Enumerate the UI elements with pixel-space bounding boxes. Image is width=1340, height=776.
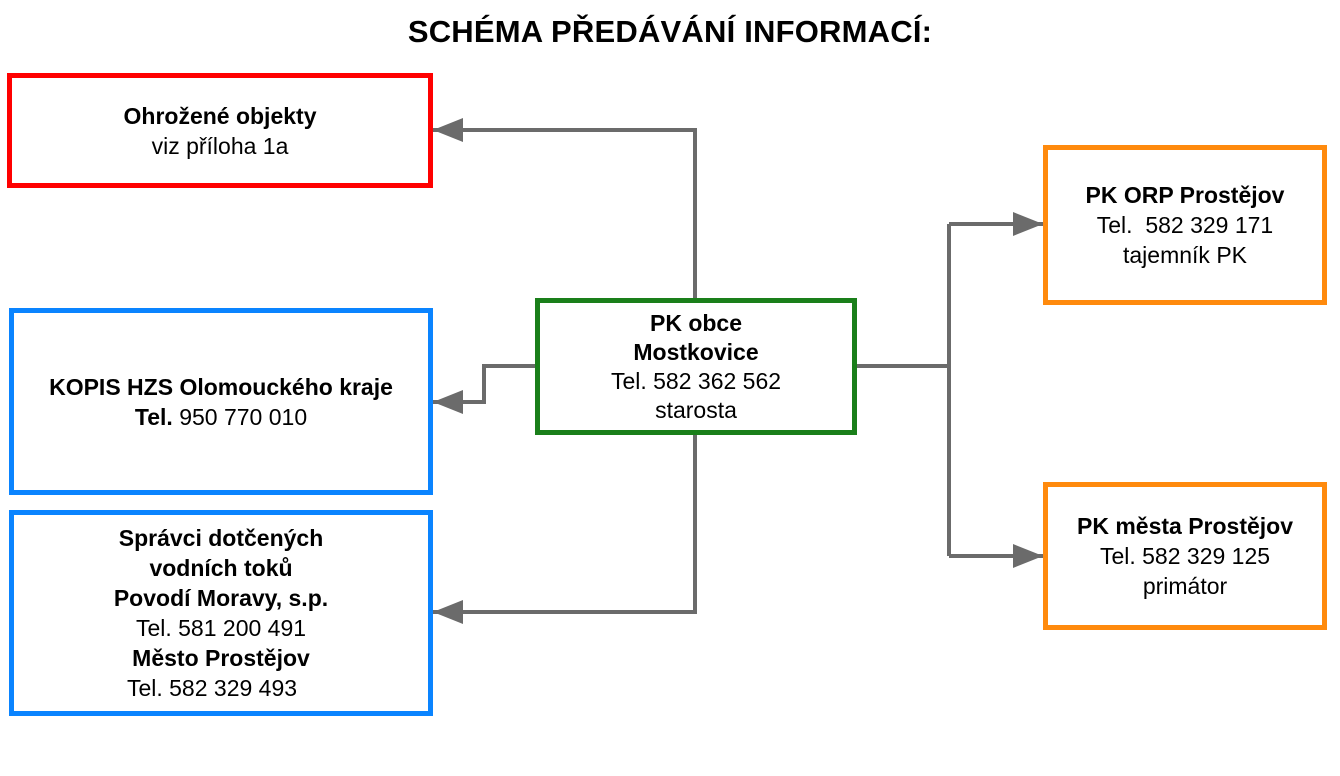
kopis-tel-number: 950 770 010	[172, 403, 308, 430]
arrowhead-city	[1013, 544, 1043, 568]
arrowhead-orp	[1013, 212, 1043, 236]
orp-commission-box: PK ORP Prostějov Tel. 582 329 171 tajemn…	[1043, 145, 1327, 305]
page-title: SCHÉMA PŘEDÁVÁNÍ INFORMACÍ:	[407, 14, 933, 49]
orp-phone: Tel. 582 329 171	[1096, 212, 1274, 238]
center-role: starosta	[655, 396, 737, 423]
city-title: PK města Prostějov	[1076, 513, 1294, 539]
kopis-phone-line: Tel. 950 770 010	[135, 402, 307, 432]
kopis-box: KOPIS HZS Olomouckého kraje Tel. 950 770…	[9, 308, 433, 495]
water-org1-phone: Tel. 581 200 491	[135, 615, 307, 641]
water-title-line1: Správci dotčených	[118, 525, 324, 551]
connector-to-water	[433, 435, 697, 614]
water-title-line2: vodních toků	[149, 555, 293, 581]
municipality-commission-box: PK obce Mostkovice Tel. 582 362 562 star…	[535, 298, 857, 435]
city-role: primátor	[1142, 573, 1228, 599]
orp-role: tajemník PK	[1123, 242, 1247, 268]
city-phone: Tel. 582 329 125	[1099, 543, 1271, 569]
threatened-objects-box: Ohrožené objekty viz příloha 1a	[7, 73, 433, 188]
center-title-line1: PK obce	[649, 309, 743, 336]
arrowhead-threatened	[433, 118, 463, 142]
water-org1-name: Povodí Moravy, s.p.	[113, 585, 329, 611]
water-org2-phone: Tel. 582 329 493	[126, 675, 298, 701]
arrowhead-water	[433, 600, 463, 624]
water-org2-name: Město Prostějov	[132, 645, 310, 671]
center-phone: Tel. 582 362 562	[610, 367, 782, 394]
arrowhead-kopis	[433, 390, 463, 414]
connector-to-threatened	[433, 128, 697, 298]
threatened-title: Ohrožené objekty	[123, 102, 317, 129]
orp-title: PK ORP Prostějov	[1085, 182, 1285, 208]
center-title-line2: Mostkovice	[633, 338, 759, 365]
kopis-tel-label: Tel.	[134, 403, 173, 430]
water-managers-box: Správci dotčených vodních toků Povodí Mo…	[9, 510, 433, 716]
threatened-note: viz příloha 1a	[151, 132, 289, 159]
city-commission-box: PK města Prostějov Tel. 582 329 125 prim…	[1043, 482, 1327, 630]
kopis-title: KOPIS HZS Olomouckého kraje	[49, 373, 393, 400]
